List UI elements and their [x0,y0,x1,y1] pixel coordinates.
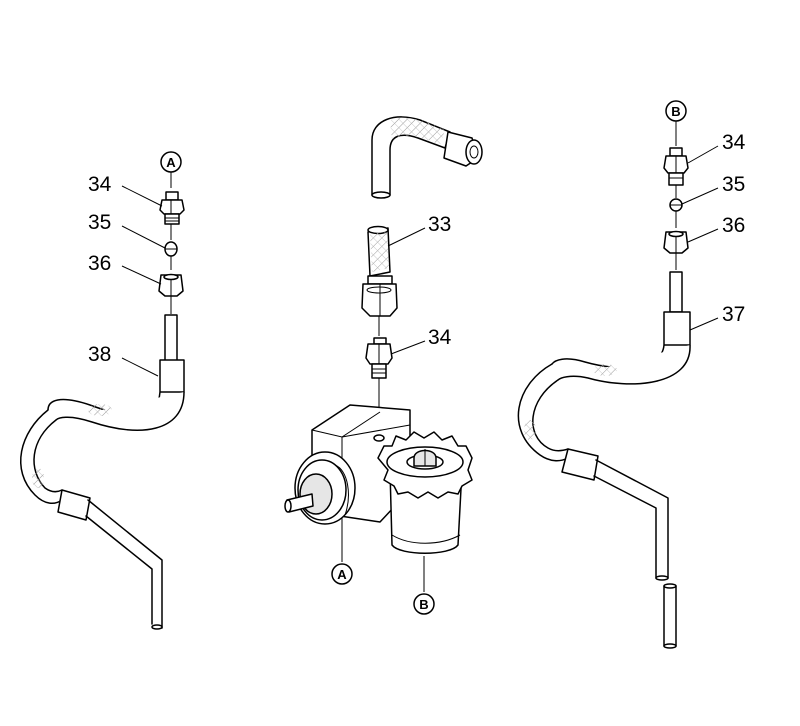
nut-36-left [158,273,184,297]
marker-a-pump: A [331,563,353,585]
olive-35-right [669,198,683,212]
marker-b-right: B [665,100,687,122]
label-left-38: 38 [88,343,111,366]
right-hose-assembly: B [517,100,746,649]
marker-a-left: A [160,151,182,173]
fitting-34-center [365,337,393,379]
svg-text:B: B [671,104,680,119]
filter-housing [377,431,473,554]
svg-text:A: A [337,567,347,582]
svg-text:A: A [166,155,176,170]
fitting-34-right [663,147,689,186]
label-left-34: 34 [88,173,112,196]
label-right-35: 35 [722,173,745,196]
label-right-36: 36 [722,214,745,237]
olive-35-left [164,241,178,257]
label-center-33: 33 [428,213,451,236]
label-left-36: 36 [88,252,111,275]
label-left-35: 35 [88,211,111,234]
label-right-34: 34 [722,131,746,154]
svg-text:B: B [419,597,428,612]
marker-b-filter: B [413,593,435,615]
left-hose-assembly: A [20,151,185,630]
label-center-34: 34 [428,326,452,349]
pipe-stub-right [669,271,683,313]
center-assembly: A B 33 34 [284,116,483,615]
pipe-stub-left [164,314,178,362]
braided-hose-top [371,116,483,199]
fitting-34-left [159,191,185,225]
label-right-37: 37 [722,303,745,326]
hose-33 [361,225,398,317]
nut-36-right [663,230,689,254]
